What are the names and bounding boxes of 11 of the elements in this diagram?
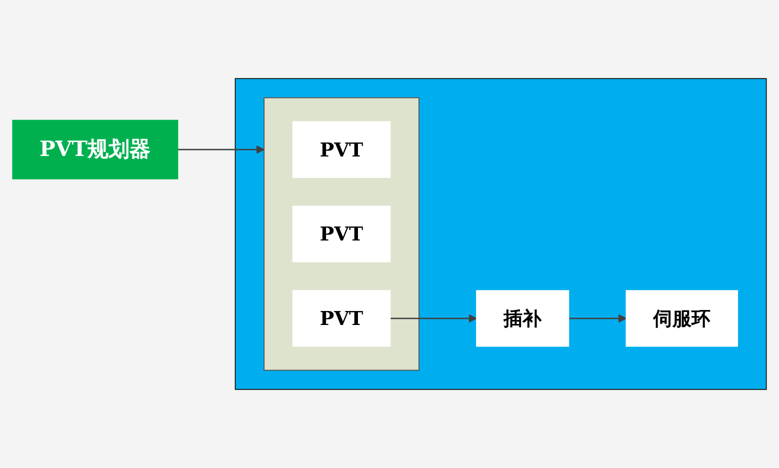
node-box: [476, 290, 570, 347]
cluster: [264, 97, 420, 371]
node-box: [626, 290, 738, 347]
node-box: [12, 120, 178, 180]
node-box: [292, 121, 391, 178]
arrow: [390, 314, 477, 323]
node-box: [292, 290, 391, 347]
cluster: [234, 78, 767, 390]
arrow: [178, 145, 264, 154]
node-box: [292, 206, 391, 262]
arrow: [568, 314, 627, 323]
